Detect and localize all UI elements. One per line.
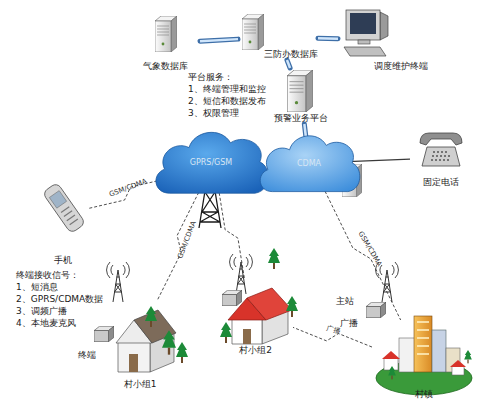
town [376, 316, 472, 395]
terminal-antenna [107, 262, 130, 302]
village-group: 村小组1 [95, 300, 185, 390]
tree [145, 306, 157, 327]
phone-base [422, 147, 460, 166]
small-roof [450, 360, 466, 367]
township: 村镇 [372, 320, 476, 400]
node-label: 三防办数据库 [264, 49, 318, 60]
network-cloud: CDMA [255, 130, 363, 196]
part-label: 主站 [336, 296, 354, 307]
link-label: GSM/CDMA [108, 177, 148, 198]
monitor-frame [346, 10, 380, 40]
node-label: 村小组1 [124, 379, 157, 390]
mobile-phone: 手机 [38, 170, 88, 266]
pipe-outline [318, 36, 338, 42]
platform-server: 预警业务平台 [268, 68, 334, 124]
part-label: 广播 [340, 318, 358, 329]
monitor-back [380, 12, 388, 40]
database-server: 气象数据库 [130, 14, 200, 72]
tree [162, 330, 176, 355]
building [414, 316, 432, 372]
database-server: 三防办数据库 [238, 14, 318, 60]
village-group: 村小组2 [218, 280, 293, 356]
network-pipe [200, 39, 238, 41]
node-label: 调度维护终端 [374, 61, 428, 72]
wireless-link [323, 187, 401, 320]
service-note: 1、终端管理和监控 [188, 84, 266, 95]
maintenance-terminal: 调度维护终端 [338, 8, 428, 72]
link-label: GSM/CDMA [356, 230, 383, 268]
server-icon [287, 70, 313, 112]
signal-note: 终端接收信号： [16, 270, 79, 281]
house-door [129, 354, 138, 372]
small-house [452, 366, 464, 375]
server-icon [242, 14, 264, 50]
network-cloud: GPRS/GSM [150, 126, 272, 198]
service-note: 2、短信和数据发布 [188, 96, 266, 107]
station-antenna [376, 262, 399, 302]
phone-handset [420, 133, 462, 145]
signal-note: 4、本地麦克风 [16, 318, 76, 329]
node-label: 村小组2 [239, 345, 272, 356]
phone-keys [61, 207, 78, 225]
tree [464, 350, 472, 363]
node-label: 手机 [54, 255, 72, 266]
mobile-phone-icon [42, 182, 85, 233]
terminal-box [94, 326, 114, 342]
node-label: 预警业务平台 [274, 113, 328, 124]
house-2 [228, 288, 292, 344]
building-windows [417, 322, 429, 354]
monitor-screen [350, 13, 376, 34]
server-icon [155, 16, 177, 52]
building [399, 338, 415, 372]
house-wall [118, 342, 150, 372]
service-note: 3、权限管理 [188, 108, 239, 119]
monitor-icon [344, 10, 388, 56]
tree [286, 296, 298, 317]
house-wall [232, 318, 262, 344]
monitor-stand [358, 40, 370, 44]
phone-screen [49, 191, 66, 209]
network-name: CDMA [297, 158, 321, 169]
cloud-shape [156, 132, 268, 193]
signal-note: 1、短消息 [16, 282, 58, 293]
wireless-link [218, 188, 244, 280]
node-label: 气象数据库 [143, 61, 188, 72]
part-label: 终端 [78, 350, 96, 361]
small-roof [382, 351, 400, 359]
building [432, 330, 446, 372]
network-pipe [287, 60, 290, 68]
tree [176, 342, 188, 363]
tree [220, 322, 232, 343]
keyboard [344, 47, 386, 56]
phone-body [42, 182, 85, 233]
network-name: GPRS/GSM [190, 157, 233, 168]
pipe-outline [287, 60, 290, 68]
link-label: GSM/CDMA [176, 220, 198, 260]
link-label: 广播 [325, 325, 341, 336]
pipe-outline [200, 39, 238, 41]
node-label: 固定电话 [423, 177, 459, 188]
desk-phone-icon [420, 133, 462, 166]
terminal-box [222, 290, 242, 306]
terminal-antenna [230, 254, 253, 294]
terminal-box [366, 302, 386, 318]
service-note: 平台服务： [188, 72, 233, 83]
signal-note: 2、GPRS/CDMA数据 [16, 294, 103, 305]
network-pipe [318, 37, 338, 40]
phone-keypad [431, 152, 451, 160]
house-door [243, 329, 251, 344]
signal-note: 3、调频广播 [16, 306, 67, 317]
phone-line [348, 159, 410, 161]
tree [268, 248, 280, 269]
cloud-shape [260, 136, 360, 192]
node-label: 村镇 [415, 389, 433, 400]
tree [388, 366, 396, 379]
house-roof [247, 288, 292, 320]
fixed-phone: 固定电话 [410, 128, 472, 188]
wireless-link [157, 188, 200, 300]
